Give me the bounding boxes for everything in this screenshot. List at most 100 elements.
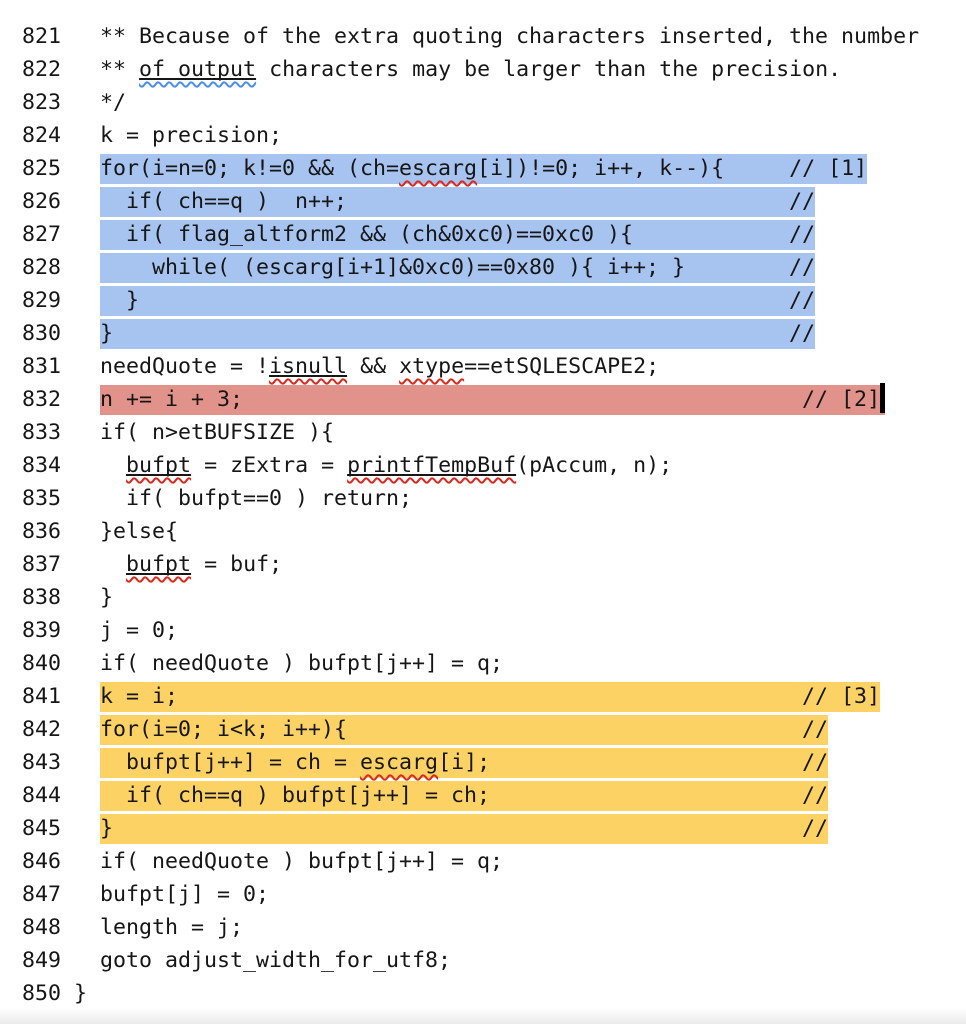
code-line: 823 */ [22, 86, 966, 119]
line-number: 829 [22, 288, 75, 313]
highlight-blue: if( ch==q ) n++; // [100, 187, 816, 217]
code-text[interactable]: while( (escarg[i+1]&0xc0)==0x80 ){ i++; … [74, 253, 816, 283]
code-text[interactable]: length = j; [100, 915, 244, 940]
code-line: 828 while( (escarg[i+1]&0xc0)==0x80 ){ i… [22, 251, 966, 284]
code-line: 838 } [22, 581, 966, 614]
code-line: 824 k = precision; [22, 119, 966, 152]
line-number: 830 [22, 321, 75, 346]
code-line: 831 needQuote = !isnull && xtype==etSQLE… [22, 350, 966, 383]
line-number: 845 [22, 816, 75, 841]
line-number: 835 [22, 486, 75, 511]
line-number: 850 [22, 981, 75, 1006]
line-number: 824 [22, 123, 75, 148]
code-line: 822 ** of output characters may be large… [22, 53, 966, 86]
line-number: 843 [22, 750, 75, 775]
code-line: 830 } // [22, 317, 966, 350]
code-text[interactable]: bufpt = buf; [126, 552, 283, 577]
highlight-yellow: for(i=0; i<k; i++){ // [100, 715, 829, 745]
grammar-underline: of output [139, 57, 257, 82]
code-text[interactable]: k = precision; [100, 123, 283, 148]
code-line: 825 for(i=n=0; k!=0 && (ch=escarg[i])!=0… [22, 152, 966, 185]
code-text[interactable]: if( ch==q ) n++; // [74, 187, 816, 217]
spellcheck-underline: escarg [360, 750, 439, 775]
line-number: 834 [22, 453, 75, 478]
code-line: 847 bufpt[j] = 0; [22, 878, 966, 911]
code-text[interactable]: for(i=0; i<k; i++){ // [74, 715, 829, 745]
code-line: 843 bufpt[j++] = ch = escarg[i]; // [22, 746, 966, 779]
code-text[interactable]: */ [100, 90, 127, 115]
spellcheck-underline: isnull [269, 354, 348, 379]
line-number: 823 [22, 90, 75, 115]
highlight-red: n += i + 3; // [2] [100, 383, 886, 415]
line-number: 849 [22, 948, 75, 973]
code-line: 829 } // [22, 284, 966, 317]
line-number: 825 [22, 156, 75, 181]
code-text[interactable]: } // [74, 319, 816, 349]
spellcheck-underline: bufpt [126, 453, 192, 478]
code-line: 839 j = 0; [22, 614, 966, 647]
code-text[interactable]: if( n>etBUFSIZE ){ [100, 420, 335, 445]
highlight-blue: } // [100, 286, 816, 316]
code-line: 836 }else{ [22, 515, 966, 548]
highlight-yellow: if( ch==q ) bufpt[j++] = ch; // [100, 781, 829, 811]
line-number: 836 [22, 519, 75, 544]
code-line: 833 if( n>etBUFSIZE ){ [22, 416, 966, 449]
line-number: 842 [22, 717, 75, 742]
code-line: 832 n += i + 3; // [2] [22, 383, 966, 416]
code-text[interactable]: if( needQuote ) bufpt[j++] = q; [100, 651, 504, 676]
line-number: 847 [22, 882, 75, 907]
highlight-blue: } // [100, 319, 816, 349]
line-number: 832 [22, 387, 75, 412]
code-line: 821 ** Because of the extra quoting char… [22, 20, 966, 53]
code-text[interactable]: if( needQuote ) bufpt[j++] = q; [100, 849, 504, 874]
line-number: 839 [22, 618, 75, 643]
text-cursor [880, 383, 886, 413]
code-line: 840 if( needQuote ) bufpt[j++] = q; [22, 647, 966, 680]
code-text[interactable]: if( bufpt==0 ) return; [100, 486, 413, 511]
code-text[interactable]: } // [74, 286, 816, 316]
code-text[interactable]: bufpt[j++] = ch = escarg[i]; // [74, 748, 829, 778]
spellcheck-underline: printfTempBuf [347, 453, 517, 478]
code-line: 846 if( needQuote ) bufpt[j++] = q; [22, 845, 966, 878]
code-text[interactable]: }else{ [100, 519, 179, 544]
window-bottom-edge [0, 1008, 966, 1024]
code-text[interactable]: for(i=n=0; k!=0 && (ch=escarg[i])!=0; i+… [74, 154, 868, 184]
code-line: 848 length = j; [22, 911, 966, 944]
line-number: 828 [22, 255, 75, 280]
spellcheck-underline: escarg [399, 156, 478, 181]
code-text[interactable]: if( ch==q ) bufpt[j++] = ch; // [74, 781, 829, 811]
code-line: 827 if( flag_altform2 && (ch&0xc0)==0xc0… [22, 218, 966, 251]
line-number: 822 [22, 57, 75, 82]
code-text[interactable]: } // [74, 814, 829, 844]
line-number: 844 [22, 783, 75, 808]
code-text[interactable]: needQuote = !isnull && xtype==etSQLESCAP… [100, 354, 660, 379]
line-number: 840 [22, 651, 75, 676]
code-text[interactable]: bufpt[j] = 0; [100, 882, 270, 907]
code-line: 849 goto adjust_width_for_utf8; [22, 944, 966, 977]
highlight-blue: if( flag_altform2 && (ch&0xc0)==0xc0 ){ … [100, 220, 816, 250]
code-line: 834 bufpt = zExtra = printfTempBuf(pAccu… [22, 449, 966, 482]
code-text[interactable]: } [74, 981, 88, 1006]
code-line: 826 if( ch==q ) n++; // [22, 185, 966, 218]
highlight-yellow: k = i; // [3] [100, 682, 881, 712]
spellcheck-underline: bufpt [126, 552, 192, 577]
line-number: 833 [22, 420, 75, 445]
code-text[interactable]: n += i + 3; // [2] [74, 383, 886, 415]
code-text[interactable]: j = 0; [100, 618, 179, 643]
line-number: 826 [22, 189, 75, 214]
code-text[interactable]: if( flag_altform2 && (ch&0xc0)==0xc0 ){ … [74, 220, 816, 250]
code-text[interactable]: ** of output characters may be larger th… [100, 57, 842, 82]
line-number: 838 [22, 585, 75, 610]
code-line: 835 if( bufpt==0 ) return; [22, 482, 966, 515]
code-text[interactable]: bufpt = zExtra = printfTempBuf(pAccum, n… [126, 453, 673, 478]
highlight-blue: for(i=n=0; k!=0 && (ch=escarg[i])!=0; i+… [100, 154, 868, 184]
code-line: 845 } // [22, 812, 966, 845]
line-number: 837 [22, 552, 75, 577]
code-text[interactable]: goto adjust_width_for_utf8; [100, 948, 452, 973]
line-number: 841 [22, 684, 75, 709]
code-text[interactable]: ** Because of the extra quoting characte… [100, 24, 920, 49]
code-text[interactable]: } [100, 585, 114, 610]
code-text[interactable]: k = i; // [3] [74, 682, 881, 712]
line-number: 821 [22, 24, 75, 49]
